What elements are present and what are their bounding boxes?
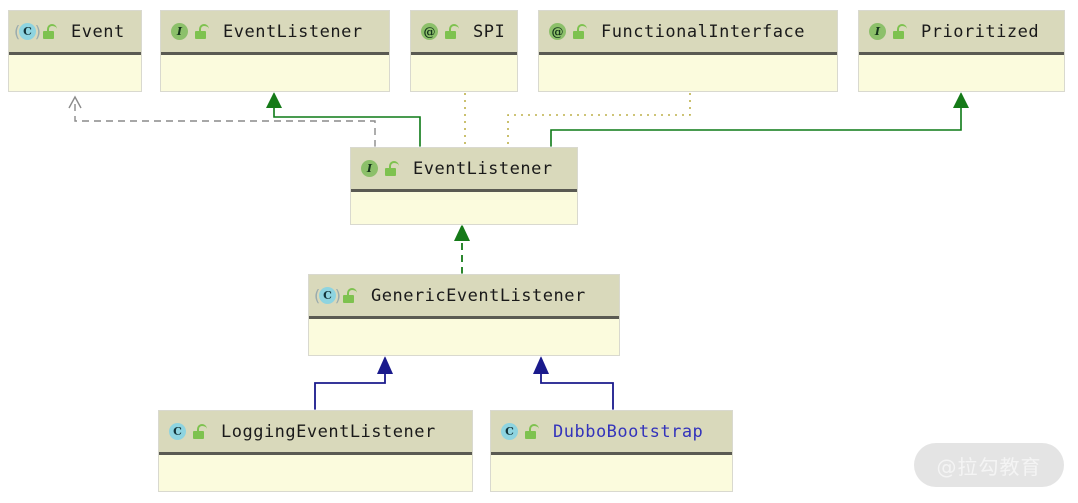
uml-node-functional-interface[interactable]: @ FunctionalInterface: [538, 10, 838, 92]
node-members: [491, 455, 732, 490]
node-header: ( C ) Event: [9, 11, 141, 55]
unlocked-public-icon: [444, 23, 459, 40]
uml-node-event-listener-main[interactable]: I EventListener: [350, 147, 578, 225]
node-header: C LoggingEventListener: [159, 411, 472, 455]
node-members: [351, 192, 577, 223]
unlocked-public-icon: [342, 287, 357, 304]
edge-extends-dubbo: [533, 356, 614, 410]
node-title: EventListener: [223, 21, 363, 42]
annotation-icon: @: [420, 22, 439, 41]
interface-icon: I: [170, 22, 189, 41]
node-members: [161, 55, 389, 90]
class-icon: C: [500, 422, 519, 441]
uml-node-prioritized[interactable]: I Prioritized: [858, 10, 1065, 92]
node-members: [309, 319, 619, 354]
node-header: @ FunctionalInterface: [539, 11, 837, 55]
uml-node-spi[interactable]: @ SPI: [410, 10, 518, 92]
edge-dependency-event: [68, 95, 376, 147]
watermark: @拉勾教育: [914, 443, 1064, 487]
node-title: GenericEventListener: [371, 285, 586, 306]
uml-node-logging-event-listener[interactable]: C LoggingEventListener: [158, 410, 473, 492]
edge-realize-eventlistener-top: [266, 92, 421, 147]
node-members: [411, 55, 517, 90]
node-members: [859, 55, 1064, 90]
class-icon: C: [168, 422, 187, 441]
abstract-class-icon: ( C ): [314, 286, 341, 305]
node-header: @ SPI: [411, 11, 517, 55]
node-members: [539, 55, 837, 90]
node-members: [159, 455, 472, 490]
unlocked-public-icon: [892, 23, 907, 40]
node-header: C DubboBootstrap: [491, 411, 732, 455]
node-title: Prioritized: [921, 21, 1040, 42]
node-title: Event: [71, 21, 125, 42]
edge-realize-prioritized: [550, 92, 969, 147]
uml-node-generic-event-listener[interactable]: ( C ) GenericEventListener: [308, 274, 620, 356]
unlocked-public-icon: [572, 23, 587, 40]
unlocked-public-icon: [194, 23, 209, 40]
abstract-class-icon: ( C ): [14, 22, 41, 41]
node-title: SPI: [473, 21, 506, 42]
unlocked-public-icon: [524, 423, 539, 440]
unlocked-public-icon: [384, 160, 399, 177]
unlocked-public-icon: [192, 423, 207, 440]
edge-annotation-functional-interface: [507, 93, 691, 147]
edge-extends-logging: [314, 356, 393, 410]
node-title: EventListener: [413, 158, 553, 179]
node-members: [9, 55, 141, 90]
annotation-icon: @: [548, 22, 567, 41]
unlocked-public-icon: [42, 23, 57, 40]
node-header: I EventListener: [161, 11, 389, 55]
uml-node-event[interactable]: ( C ) Event: [8, 10, 142, 92]
node-title: FunctionalInterface: [601, 21, 805, 42]
interface-icon: I: [360, 159, 379, 178]
node-header: I Prioritized: [859, 11, 1064, 55]
uml-node-dubbo-bootstrap[interactable]: C DubboBootstrap: [490, 410, 733, 492]
node-title[interactable]: DubboBootstrap: [553, 421, 704, 442]
edge-implements-generic: [454, 224, 470, 274]
interface-icon: I: [868, 22, 887, 41]
node-title: LoggingEventListener: [221, 421, 436, 442]
node-header: I EventListener: [351, 148, 577, 192]
uml-node-event-listener-top[interactable]: I EventListener: [160, 10, 390, 92]
node-header: ( C ) GenericEventListener: [309, 275, 619, 319]
